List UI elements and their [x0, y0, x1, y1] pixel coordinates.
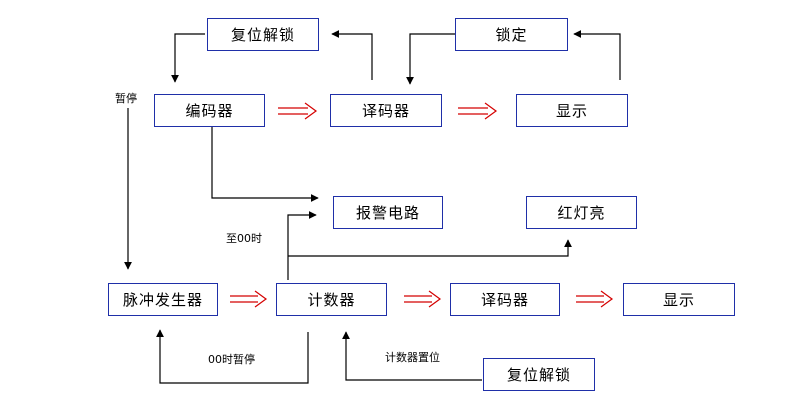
flow-arrow-pulse-counter	[230, 290, 268, 308]
connector-counter-zero-pause	[156, 329, 309, 384]
node-display-top: 显示	[516, 94, 628, 127]
connector-encoder-to-alarm	[211, 126, 319, 202]
connector-reset-to-encoder	[171, 33, 205, 83]
label-pause-top: 暂停	[115, 92, 137, 105]
connector-display-to-lock	[573, 30, 621, 80]
connector-decoder-to-reset	[331, 30, 373, 80]
flow-arrow-counter-decoder	[404, 290, 442, 308]
node-lock: 锁定	[455, 18, 568, 51]
node-reset-unlock-top: 复位解锁	[207, 18, 319, 51]
node-red-light: 红灯亮	[526, 196, 637, 229]
flow-arrow-decoder-display-top	[458, 102, 498, 120]
flow-arrow-decoder-display-bottom	[576, 290, 614, 308]
connector-counter-to-redlight	[288, 239, 572, 257]
node-display-bottom: 显示	[623, 283, 735, 316]
node-decoder-top: 译码器	[330, 94, 442, 127]
node-pulse-generator: 脉冲发生器	[108, 283, 218, 316]
label-zero-pause: 00时暂停	[208, 353, 255, 366]
connector-counter-to-alarm	[287, 211, 317, 280]
connector-lock-to-decoder	[406, 33, 455, 85]
node-counter: 计数器	[276, 283, 387, 316]
node-alarm-circuit: 报警电路	[333, 196, 443, 229]
connector-reset-to-counter	[342, 331, 482, 381]
node-reset-unlock-bottom: 复位解锁	[483, 358, 595, 391]
node-encoder: 编码器	[154, 94, 265, 127]
node-decoder-bottom: 译码器	[450, 283, 560, 316]
flow-arrow-encoder-decoder	[278, 102, 318, 120]
label-counter-reset: 计数器置位	[385, 351, 440, 364]
label-reach-zero: 至00时	[226, 232, 262, 245]
